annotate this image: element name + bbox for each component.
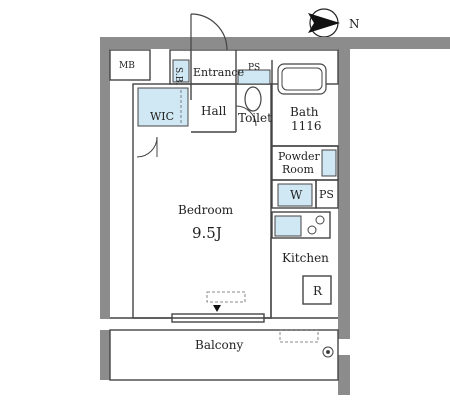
bedroom-door-swing [136,136,158,158]
label-ps-top: PS [248,63,260,73]
label-bedroom-size: 9.5J [192,224,222,242]
compass: N [308,8,360,38]
label-toilet: Toilet [238,111,272,125]
stove-icon [307,215,325,235]
fixtures [137,59,337,237]
dashed-lines [180,90,319,343]
exterior-walls [100,37,450,395]
label-kitchen: Kitchen [282,251,329,265]
label-powder-2: Room [282,163,315,176]
label-shoes: S.B. [173,67,183,85]
interior-walls [109,49,339,381]
label-fridge: R [313,284,323,298]
label-ps-mid: PS [319,188,334,201]
label-bath-size: 1116 [291,119,322,133]
toilet-icon [244,86,262,112]
label-hall: Hall [201,104,226,118]
bathtub [277,63,327,95]
label-bedroom: Bedroom [178,203,234,217]
label-powder-1: Powder [278,150,321,163]
label-entrance: Entrance [193,66,244,79]
north-arrow-icon [308,13,340,33]
toilet-door-swing [235,105,257,127]
label-washer: W [290,188,303,202]
entrance-door-swing [190,13,228,51]
room-labels: MB Entrance S.B. PS Hall Toilet Bath 111… [119,61,334,352]
label-wic: WIC [150,110,174,123]
label-mb: MB [119,61,135,71]
compass-label: N [349,17,360,31]
entry-arrow-icon [213,305,221,312]
drain-icon [322,346,334,358]
label-balcony: Balcony [195,338,243,352]
label-bath: Bath [290,105,319,119]
